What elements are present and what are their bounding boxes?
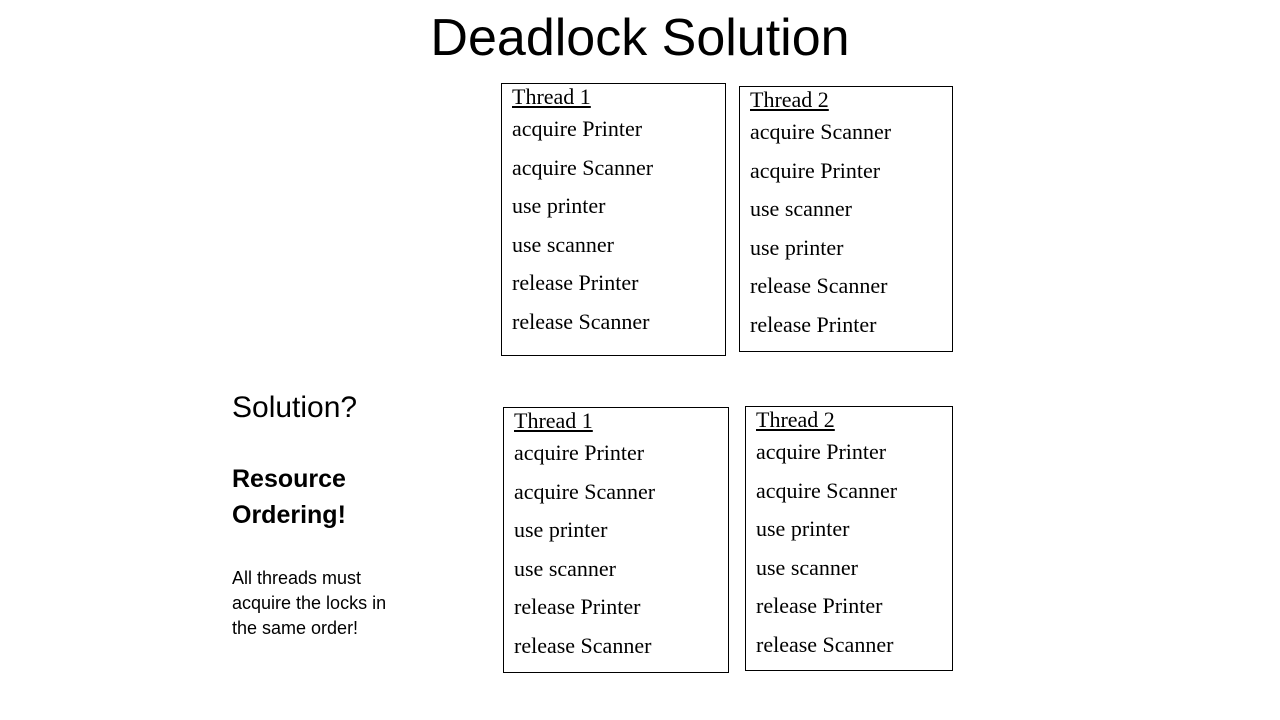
code-line: release Scanner bbox=[756, 631, 894, 657]
thread-title: Thread 1 bbox=[512, 84, 591, 109]
thread-box-bottom-left: Thread 1 acquire Printer acquire Scanner… bbox=[503, 407, 729, 673]
code-line: acquire Scanner bbox=[756, 477, 898, 503]
code-line: acquire Printer bbox=[756, 439, 887, 464]
code-line: acquire Scanner bbox=[750, 119, 892, 144]
thread-box-top-left: Thread 1 acquire Printer acquire Scanner… bbox=[501, 83, 726, 356]
solution-question: Solution? bbox=[232, 391, 358, 424]
code-line: release Scanner bbox=[514, 632, 652, 658]
answer-heading: Resource Ordering! bbox=[232, 465, 346, 529]
answer-note: All threads must acquire the locks in th… bbox=[232, 568, 387, 638]
code-line: use printer bbox=[514, 517, 608, 542]
code-line: acquire Scanner bbox=[512, 154, 654, 180]
code-line: release Printer bbox=[756, 593, 883, 618]
code-line: release Printer bbox=[514, 594, 641, 619]
code-line: use scanner bbox=[750, 196, 853, 221]
code-line: release Printer bbox=[750, 311, 877, 337]
code-line: use scanner bbox=[514, 555, 617, 581]
code-line: acquire Printer bbox=[514, 440, 645, 465]
code-line: use scanner bbox=[756, 554, 859, 580]
thread-box-top-right: Thread 2 acquire Scanner acquire Printer… bbox=[739, 86, 953, 352]
code-line: acquire Printer bbox=[750, 157, 881, 183]
code-line: use printer bbox=[750, 234, 844, 260]
code-line: release Printer bbox=[512, 270, 639, 295]
slide-title: Deadlock Solution bbox=[430, 9, 850, 67]
code-line: acquire Printer bbox=[512, 116, 643, 141]
thread-box-bottom-right: Thread 2 acquire Printer acquire Scanner… bbox=[745, 406, 953, 671]
code-line: use scanner bbox=[512, 231, 615, 257]
code-line: use printer bbox=[512, 193, 606, 218]
thread-title: Thread 2 bbox=[756, 407, 835, 432]
code-line: release Scanner bbox=[750, 273, 888, 298]
thread-title: Thread 2 bbox=[750, 87, 829, 112]
code-line: use printer bbox=[756, 516, 850, 541]
code-line: acquire Scanner bbox=[514, 478, 656, 504]
code-line: release Scanner bbox=[512, 308, 650, 334]
thread-title: Thread 1 bbox=[514, 408, 593, 433]
